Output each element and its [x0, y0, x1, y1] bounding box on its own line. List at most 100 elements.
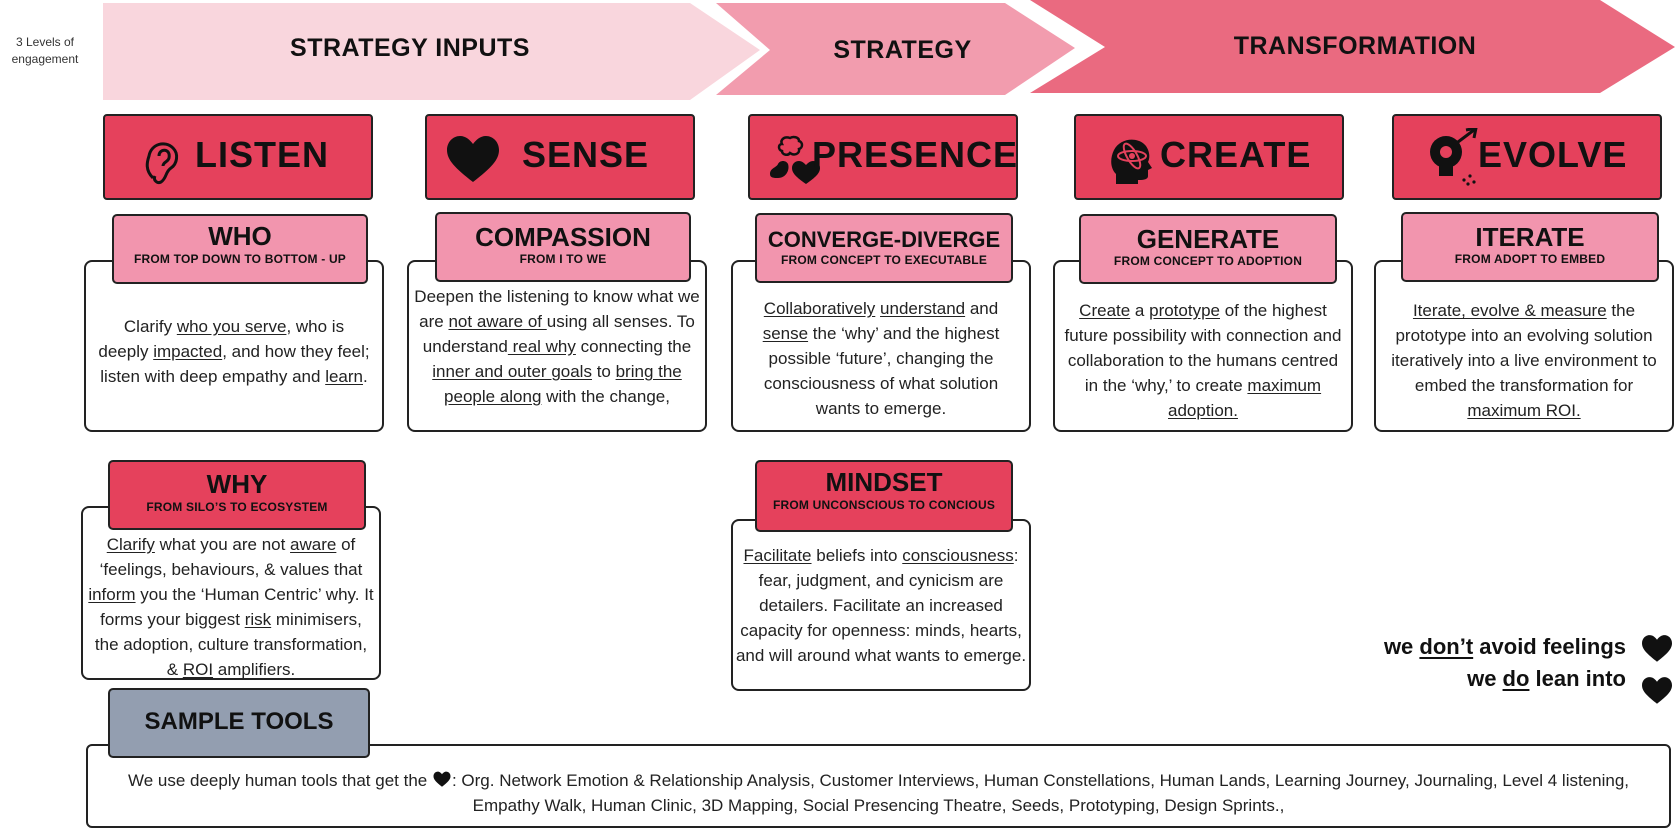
tools-body-before: We use deeply human tools that get the [127, 771, 432, 790]
card-mindset-body: Facilitate beliefs into consciousness: f… [735, 543, 1027, 668]
card-why: Clarify what you are not aware of ‘feeli… [81, 506, 381, 680]
chevron-strategy [716, 3, 1075, 95]
card-compassion-body: Deepen the listening to know what we are… [411, 284, 703, 409]
phase-presence: PRESENCE [748, 114, 1018, 200]
tag-subtitle: FROM CONCEPT TO EXECUTABLE [780, 253, 988, 267]
ear-icon [145, 142, 179, 184]
card-who: Clarify who you serve, who is deeply imp… [84, 260, 384, 432]
text-emphasis: Iterate, evolve & measure [1412, 301, 1607, 320]
lightbulb-gear-icon [1430, 128, 1478, 186]
card-generate: Create a prototype of the highest future… [1053, 260, 1353, 432]
text-part: Deepen the listening to know what we are [414, 287, 700, 331]
tag-converge-diverge: CONVERGE-DIVERGE FROM CONCEPT TO EXECUTA… [755, 213, 1013, 283]
text-emphasis: learn [325, 367, 363, 386]
card-iterate: Iterate, evolve & measure the prototype … [1374, 260, 1674, 432]
card-mindset: Facilitate beliefs into consciousness: f… [731, 519, 1031, 691]
text-part: using all senses. To understand [422, 312, 695, 356]
text-emphasis: aware [290, 535, 337, 554]
chevron-transformation [1030, 0, 1675, 93]
phase-create: CREATE [1074, 114, 1344, 200]
tag-subtitle: FROM I TO WE [519, 252, 607, 266]
text-emphasis: Clarify [106, 535, 155, 554]
text-part: of the highest future possibility with c… [1064, 301, 1342, 395]
text-part: of ‘feelings, behaviours, & values that [99, 535, 363, 579]
heart-icon [1642, 677, 1672, 704]
text-part: and [965, 299, 999, 318]
text-emphasis: ROI [182, 660, 214, 679]
phase-title: EVOLVE [1478, 134, 1628, 175]
tools-body-after: : Org. Network Emotion & Relationship An… [451, 771, 1630, 815]
head-atom-icon [1111, 139, 1152, 184]
tag-title: SAMPLE TOOLS [144, 708, 334, 735]
text-part: connecting the [575, 337, 692, 356]
text-emphasis: who you serve [176, 317, 287, 336]
text-emphasis: risk [244, 610, 272, 629]
text-emphasis: impacted [153, 342, 223, 361]
tag-title: WHY [206, 469, 268, 499]
tag-title: MINDSET [825, 467, 943, 497]
levels-label: 3 Levels of engagement [11, 35, 79, 66]
text-emphasis: inform [88, 585, 136, 604]
text-part: Clarify [123, 317, 177, 336]
text-emphasis: don’t [1419, 634, 1474, 659]
tag-mindset: MINDSET FROM UNCONSCIOUS TO CONCIOUS [755, 460, 1013, 532]
text-part: we [1467, 666, 1503, 691]
text-part: with the change, [541, 387, 670, 406]
sample-tools-card: We use deeply human tools that get the :… [86, 744, 1671, 828]
tag-compassion: COMPASSION FROM I TO WE [435, 212, 691, 282]
heart-icon [1642, 635, 1672, 662]
text-emphasis: inner and outer goals [432, 362, 592, 381]
card-why-body: Clarify what you are not aware of ‘feeli… [87, 532, 375, 682]
heart-icon [447, 136, 499, 182]
tag-title: COMPASSION [475, 222, 651, 252]
chevron-label-strategy-inputs: STRATEGY INPUTS [290, 34, 530, 62]
chevron-strategy-inputs [103, 3, 760, 100]
text-part: . [363, 367, 368, 386]
text-emphasis: do [1502, 666, 1530, 691]
phase-title: CREATE [1160, 134, 1312, 175]
tag-iterate: ITERATE FROM ADOPT TO EMBED [1401, 212, 1659, 282]
tag-title: CONVERGE-DIVERGE [767, 227, 1001, 252]
tag-title: ITERATE [1475, 222, 1585, 252]
phase-evolve: EVOLVE [1392, 114, 1662, 200]
tag-subtitle: FROM UNCONSCIOUS TO CONCIOUS [772, 498, 996, 512]
tag-why: WHY FROM SILO’S TO ECOSYSTEM [108, 460, 366, 530]
text-part: , and how they feel; listen with deep em… [100, 342, 370, 386]
card-converge-body: Collaboratively understand and sense the… [743, 296, 1019, 421]
chevron-label-transformation: TRANSFORMATION [1233, 32, 1477, 60]
tag-sample-tools: SAMPLE TOOLS [108, 688, 370, 758]
tag-title: GENERATE [1136, 224, 1280, 254]
card-generate-body: Create a prototype of the highest future… [1063, 298, 1343, 423]
card-iterate-body: Iterate, evolve & measure the prototype … [1382, 298, 1666, 423]
feelings-line-1: we don’t avoid feelings [1300, 634, 1626, 660]
card-compassion: Deepen the listening to know what we are… [407, 260, 707, 432]
text-part: the prototype into an evolving solution … [1391, 301, 1657, 395]
card-converge-diverge: Collaboratively understand and sense the… [731, 260, 1031, 432]
card-who-body: Clarify who you serve, who is deeply imp… [98, 314, 370, 389]
text-part: what you are not [154, 535, 291, 554]
text-part: lean into [1529, 666, 1626, 691]
chevron-label-strategy: STRATEGY [833, 36, 972, 64]
text-part: minimisers, the adoption, culture transf… [94, 610, 368, 679]
phase-title: SENSE [522, 134, 650, 175]
text-emphasis: Collaboratively [763, 299, 876, 318]
text-part: you the ‘Human Centric’ why. It forms yo… [100, 585, 374, 629]
text-emphasis: sense [762, 324, 809, 343]
tag-subtitle: FROM SILO’S TO ECOSYSTEM [146, 500, 328, 514]
feelings-line-2: we do lean into [1300, 666, 1626, 692]
text-part: : fear, judgment, and cynicism are detai… [735, 546, 1027, 665]
tag-subtitle: FROM CONCEPT TO ADOPTION [1113, 254, 1303, 268]
text-part: , who is deeply [98, 317, 345, 361]
tag-subtitle: FROM ADOPT TO EMBED [1454, 252, 1606, 266]
text-emphasis: maximum adoption. [1168, 376, 1322, 420]
phase-sense: SENSE [425, 114, 695, 200]
phase-listen: LISTEN [103, 114, 373, 200]
brain-gut-heart-icon [770, 135, 820, 184]
heart-icon [433, 771, 451, 787]
text-emphasis: bring the people along [444, 362, 682, 406]
text-emphasis: real why [507, 337, 576, 356]
text-part: beliefs into [811, 546, 903, 565]
phase-title: PRESENCE [812, 134, 1019, 175]
text-part: avoid feelings [1473, 634, 1626, 659]
text-part: we [1383, 634, 1420, 659]
